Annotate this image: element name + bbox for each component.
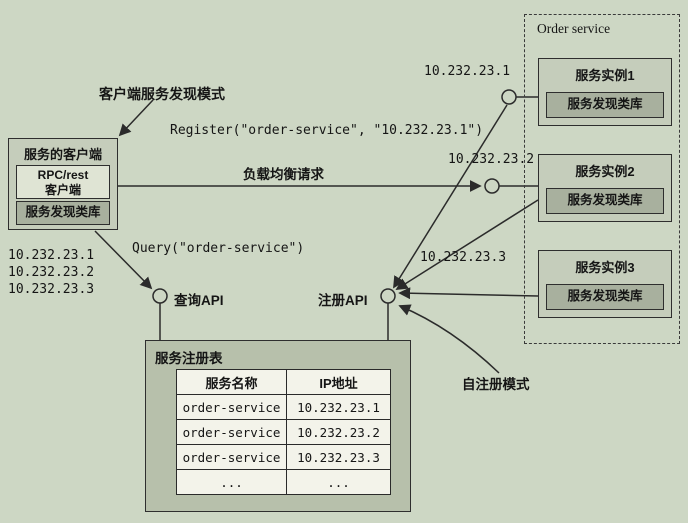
instance2-ip-label: 10.232.23.2 <box>448 152 535 167</box>
client-ip-item: 10.232.23.2 <box>8 265 95 280</box>
registry-table-row: order-service 10.232.23.2 <box>176 419 391 445</box>
service-registry-title: 服务注册表 <box>155 351 223 366</box>
registry-table-header-row: 服务名称 IP地址 <box>176 369 391 395</box>
registry-table: 服务名称 IP地址 order-service 10.232.23.1 orde… <box>176 369 391 495</box>
self-register-label: 自注册模式 <box>462 377 530 392</box>
rpc-client-label-line1: RPC/rest <box>37 168 89 182</box>
registry-cell-service: order-service <box>176 419 287 445</box>
registry-cell-ip: 10.232.23.1 <box>286 394 391 420</box>
service-instance-3-discovery-lib-box: 服务发现类库 <box>546 284 664 310</box>
registry-cell-ip: ... <box>286 469 391 495</box>
service-instance-2-box: 服务实例2 服务发现类库 <box>538 154 672 222</box>
instance1-port-icon <box>501 89 517 105</box>
register-api-label: 注册API <box>318 293 368 308</box>
client-discovery-lib-box: 服务发现类库 <box>16 201 110 225</box>
service-registry-box: 服务注册表 服务名称 IP地址 order-service 10.232.23.… <box>145 340 411 512</box>
pattern-pointer-arrow <box>118 99 154 137</box>
registry-cell-ip: 10.232.23.3 <box>286 444 391 470</box>
rpc-client-label-line2: 客户端 <box>44 183 81 197</box>
register-line-instance3 <box>398 287 539 300</box>
query-line <box>94 230 153 290</box>
registry-cell-service: order-service <box>176 394 287 420</box>
pattern-label: 客户端服务发现模式 <box>99 86 225 102</box>
registry-table-row: order-service 10.232.23.1 <box>176 394 391 420</box>
instance1-ip-label: 10.232.23.1 <box>424 64 511 79</box>
client-ip-item: 10.232.23.3 <box>8 282 95 297</box>
registry-cell-service: order-service <box>176 444 287 470</box>
service-instance-1-title: 服务实例1 <box>575 68 635 83</box>
registry-col-ip-address: IP地址 <box>286 369 391 395</box>
rpc-client-box: RPC/rest 客户端 <box>16 165 110 199</box>
client-ip-item: 10.232.23.1 <box>8 248 95 263</box>
register-api-port-icon <box>380 288 396 304</box>
service-instance-2-discovery-lib-box: 服务发现类库 <box>546 188 664 214</box>
client-box: 服务的客户端 RPC/rest 客户端 服务发现类库 <box>8 138 118 230</box>
order-service-group-title: Order service <box>537 21 611 36</box>
order-service-group: Order service <box>524 14 680 344</box>
registry-col-service-name: 服务名称 <box>176 369 287 395</box>
register-line-instance1 <box>393 104 508 289</box>
service-instance-3-title: 服务实例3 <box>575 260 635 275</box>
instance2-port-icon <box>484 178 500 194</box>
query-api-label: 查询API <box>174 293 224 308</box>
client-box-title: 服务的客户端 <box>23 147 102 162</box>
query-api-port-icon <box>152 288 168 304</box>
service-instance-2-title: 服务实例2 <box>575 164 635 179</box>
instance3-ip-label: 10.232.23.3 <box>420 250 507 265</box>
registry-table-row: ... ... <box>176 469 391 495</box>
service-instance-1-discovery-lib-box: 服务发现类库 <box>546 92 664 118</box>
load-balance-label: 负载均衡请求 <box>243 167 324 182</box>
registry-cell-ip: 10.232.23.2 <box>286 419 391 445</box>
registry-cell-service: ... <box>176 469 287 495</box>
query-call-label: Query("order-service") <box>132 241 305 256</box>
service-instance-3-box: 服务实例3 服务发现类库 <box>538 250 672 318</box>
client-ip-list: 10.232.23.1 10.232.23.2 10.232.23.3 <box>8 247 94 298</box>
self-register-arrow <box>398 304 500 374</box>
service-instance-1-box: 服务实例1 服务发现类库 <box>538 58 672 126</box>
register-line-instance2 <box>395 199 539 290</box>
registry-table-row: order-service 10.232.23.3 <box>176 444 391 470</box>
register-call-label: Register("order-service", "10.232.23.1") <box>170 123 484 138</box>
